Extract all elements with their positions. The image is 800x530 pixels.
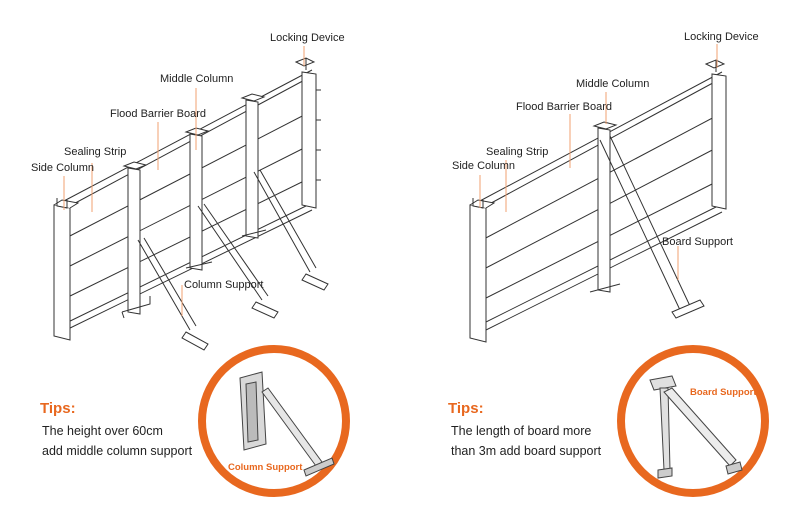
left-circle-label: Column Support — [228, 462, 303, 473]
left-label-column-support: Column Support — [184, 279, 264, 291]
right-label-board-support: Board Support — [662, 236, 733, 248]
right-label-sealing-strip: Sealing Strip — [486, 146, 549, 158]
right-tips-title: Tips: — [448, 400, 484, 417]
left-label-middle-column: Middle Column — [160, 73, 234, 85]
right-tips-line-1: The length of board more — [451, 424, 592, 438]
left-tips-title: Tips: — [40, 400, 76, 417]
right-barrier — [469, 59, 727, 343]
left-tips-line-2: add middle column support — [42, 444, 193, 458]
left-barrier — [53, 57, 329, 351]
right-label-flood-barrier-board: Flood Barrier Board — [516, 101, 612, 113]
left-detail-circle — [198, 345, 350, 497]
left-label-locking-device: Locking Device — [270, 32, 345, 44]
leader-lines — [63, 44, 718, 316]
right-circle-label: Board Support — [690, 387, 757, 398]
left-label-flood-barrier-board: Flood Barrier Board — [110, 108, 206, 120]
left-label-sealing-strip: Sealing Strip — [64, 146, 127, 158]
left-tips-line-1: The height over 60cm — [42, 424, 163, 438]
right-label-side-column: Side Column — [452, 160, 515, 172]
right-label-middle-column: Middle Column — [576, 78, 650, 90]
right-label-locking-device: Locking Device — [684, 31, 759, 43]
right-tips-line-2: than 3m add board support — [451, 444, 602, 458]
right-detail-circle — [617, 345, 769, 497]
left-label-side-column: Side Column — [31, 162, 94, 174]
